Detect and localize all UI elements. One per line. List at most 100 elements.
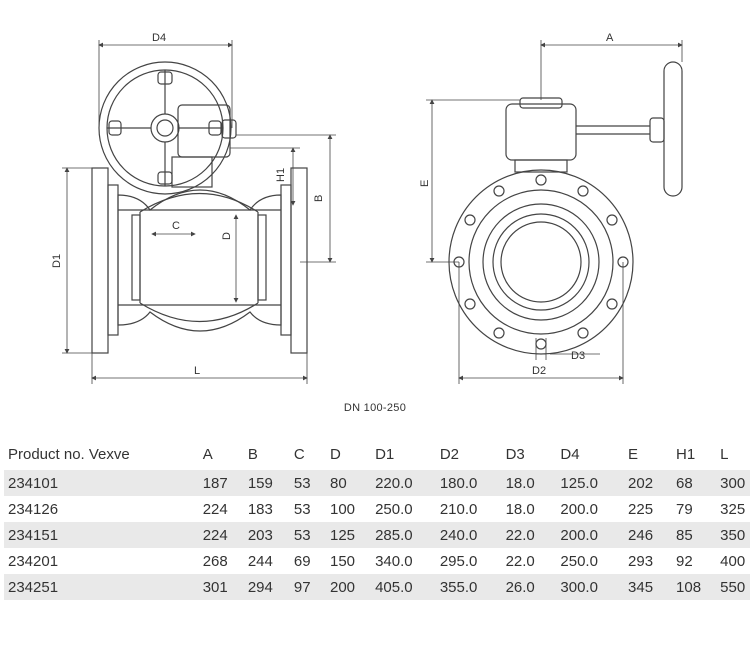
cell: 550 xyxy=(720,574,750,600)
cell: 200 xyxy=(329,574,376,600)
header-H1: H1 xyxy=(676,445,696,463)
drawing-caption: DN 100-250 xyxy=(343,402,407,414)
cell: 159 xyxy=(247,470,294,496)
cell: 108 xyxy=(676,574,721,600)
table-row: 234101 187 159 53 80 220.0 180.0 18.0 12… xyxy=(0,470,750,496)
cell: 340.0 xyxy=(375,552,413,570)
cell: 180.0 xyxy=(439,470,506,496)
cell: 293 xyxy=(628,552,654,570)
cell: 22.0 xyxy=(505,552,535,570)
bolt-holes xyxy=(453,174,629,350)
cell: 69 xyxy=(293,552,311,570)
cell: 234101 xyxy=(0,470,203,496)
cell: 97 xyxy=(293,574,330,600)
cell: 150 xyxy=(329,552,356,570)
handwheel-hub xyxy=(150,113,180,143)
label-B: B xyxy=(313,195,325,202)
cell: 85 xyxy=(676,522,721,548)
left-flange xyxy=(91,167,109,354)
cell: 224 xyxy=(202,500,228,518)
cell: 240.0 xyxy=(439,522,506,548)
header-E: E xyxy=(628,445,639,463)
cell: 244 xyxy=(247,552,273,570)
table-header-row: Product no. Vexve A B C D D1 D2 D3 D4 E … xyxy=(0,438,750,470)
cell: 125.0 xyxy=(560,470,629,496)
table-row: 234151 224 203 53 125 285.0 240.0 22.0 2… xyxy=(0,522,750,548)
label-D3: D3 xyxy=(571,350,585,362)
label-L: L xyxy=(194,365,200,377)
front-flange xyxy=(448,169,634,355)
cell: 294 xyxy=(247,574,294,600)
cell: 225 xyxy=(628,500,654,518)
cell: 200.0 xyxy=(560,522,629,548)
header-D4: D4 xyxy=(560,445,580,463)
header-L: L xyxy=(720,445,729,463)
cell: 202 xyxy=(628,470,677,496)
header-D1: D1 xyxy=(375,445,395,463)
cell: 224 xyxy=(202,522,248,548)
cell: 80 xyxy=(329,470,376,496)
cell: 100 xyxy=(329,500,356,518)
label-D2: D2 xyxy=(532,365,546,377)
bore xyxy=(500,221,582,303)
cell: 400 xyxy=(720,552,746,570)
cell: 53 xyxy=(293,500,311,518)
header-D3: D3 xyxy=(505,445,525,463)
header-A: A xyxy=(202,445,213,463)
label-A: A xyxy=(606,32,614,44)
front-view xyxy=(448,61,683,355)
cell: 350 xyxy=(720,522,750,548)
dimensions-table: Product no. Vexve A B C D D1 D2 D3 D4 E … xyxy=(0,438,750,600)
cell: 200.0 xyxy=(560,500,598,518)
label-D4: D4 xyxy=(152,32,166,44)
cell: 68 xyxy=(676,470,721,496)
cell: 125 xyxy=(329,522,376,548)
cell: 250.0 xyxy=(375,500,413,518)
cell: 26.0 xyxy=(505,574,561,600)
cell: 250.0 xyxy=(560,552,598,570)
header-B: B xyxy=(247,445,258,463)
header-product-no: Product no. Vexve xyxy=(8,445,130,463)
cell: 285.0 xyxy=(375,522,440,548)
cell: 203 xyxy=(247,522,294,548)
cell: 53 xyxy=(293,470,330,496)
cell: 234151 xyxy=(0,522,203,548)
front-handwheel xyxy=(663,61,683,197)
cell: 345 xyxy=(628,574,677,600)
cell: 18.0 xyxy=(505,500,535,518)
cell: 53 xyxy=(293,522,330,548)
cell: 234126 xyxy=(8,500,59,518)
cell: 295.0 xyxy=(439,552,478,570)
cell: 187 xyxy=(202,470,248,496)
table-row: 234201 268 244 69 150 340.0 295.0 22.0 2… xyxy=(0,548,750,574)
header-C: C xyxy=(293,445,305,463)
table-row: 234126 224 183 53 100 250.0 210.0 18.0 2… xyxy=(0,496,750,522)
cell: 22.0 xyxy=(505,522,561,548)
side-view xyxy=(91,61,308,354)
label-E: E xyxy=(419,180,431,187)
label-H1: H1 xyxy=(275,168,287,182)
label-D: D xyxy=(221,232,233,240)
cell: 183 xyxy=(247,500,273,518)
front-gearbox xyxy=(505,103,577,161)
cell: 246 xyxy=(628,522,677,548)
cell: 268 xyxy=(202,552,228,570)
valve-technical-drawing: D4 A H1 B E C D D1 L D3 D2 xyxy=(51,32,683,384)
cell: 234201 xyxy=(8,552,59,570)
valve-body xyxy=(117,189,282,332)
cell: 210.0 xyxy=(439,500,478,518)
cell: 301 xyxy=(202,574,248,600)
header-D: D xyxy=(329,445,341,463)
cell: 300.0 xyxy=(560,574,629,600)
cell: 405.0 xyxy=(375,574,440,600)
cell: 234251 xyxy=(0,574,203,600)
cell: 355.0 xyxy=(439,574,506,600)
header-D2: D2 xyxy=(439,445,460,463)
cell: 220.0 xyxy=(375,470,440,496)
cell: 79 xyxy=(676,500,693,518)
cell: 92 xyxy=(676,552,693,570)
table-row: 234251 301 294 97 200 405.0 355.0 26.0 3… xyxy=(0,574,750,600)
cell: 300 xyxy=(720,470,750,496)
cell: 325 xyxy=(720,500,746,518)
cell: 18.0 xyxy=(505,470,561,496)
